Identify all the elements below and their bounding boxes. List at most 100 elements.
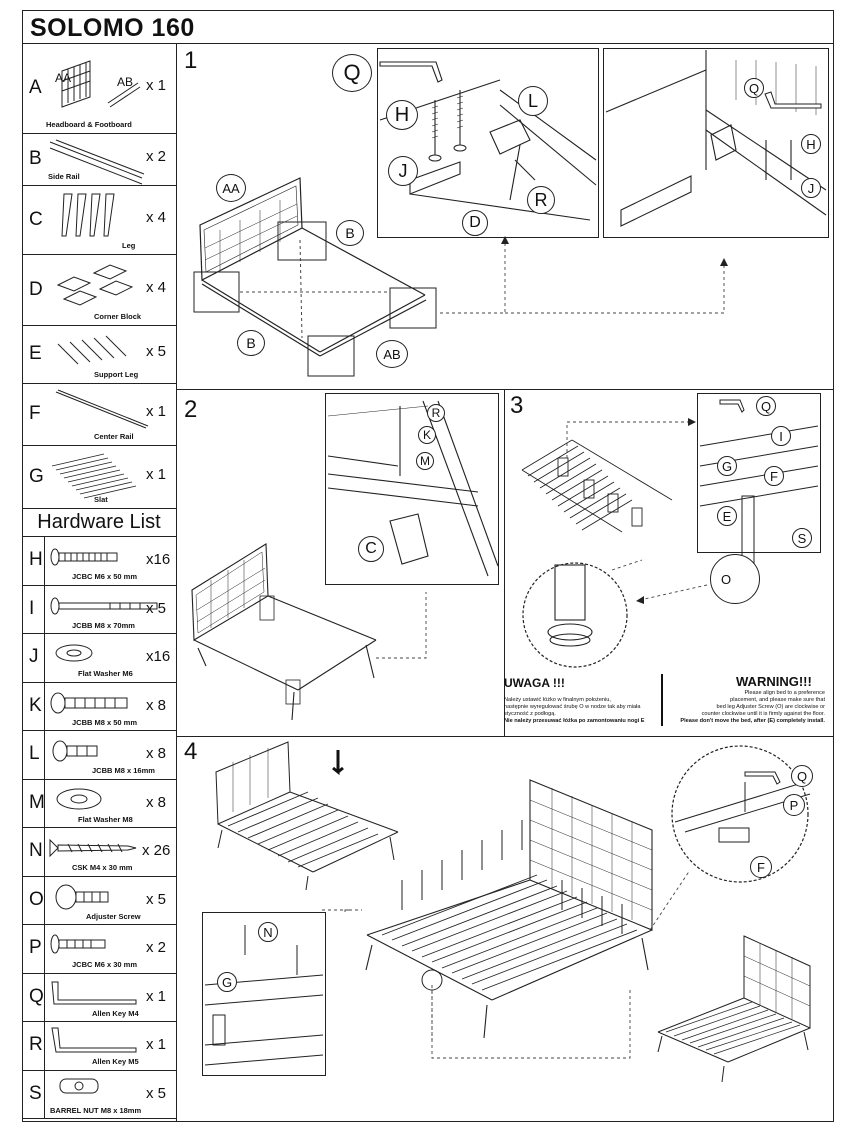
part-label: Headboard & Footboard <box>46 120 132 129</box>
adjuster-screw-icon <box>55 884 109 909</box>
hardware-cell-divider <box>44 585 45 633</box>
hardware-quantity: x 2 <box>146 939 167 956</box>
step-number-4: 4 <box>184 738 198 765</box>
part-letter: G <box>29 465 44 487</box>
headboard-icon <box>61 60 141 108</box>
callout-S-step3: S <box>792 528 812 548</box>
hardware-list-title: Hardware List <box>22 509 176 537</box>
hardware-quantity: x 5 <box>146 1084 167 1102</box>
part-sub-aa: AA <box>55 71 72 85</box>
hardware-cell-divider <box>44 634 45 682</box>
hardware-cell-divider <box>44 828 45 876</box>
long-bolt-icon <box>50 597 158 614</box>
callout-P-step4: P <box>783 794 805 816</box>
warning-pl-line1: Należy ustawić łóżko w finalnym położeni… <box>504 697 611 703</box>
title-divider <box>22 43 834 44</box>
warning-en-line2: placement, and please make sure that <box>730 697 825 703</box>
step1-divider <box>176 389 834 390</box>
hardware-label: JCBB M8 x 70mm <box>72 620 135 630</box>
hardware-cell-divider <box>44 973 45 1021</box>
hardware-label: CSK M4 x 30 mm <box>72 863 133 872</box>
step1-bed-frame-drawing <box>193 177 437 377</box>
hardware-label: Adjuster Screw <box>86 911 141 921</box>
part-quantity: x 4 <box>146 278 167 296</box>
callout-R-step2: R <box>427 404 445 422</box>
part-letter: D <box>29 278 43 300</box>
callout-E-step3: E <box>717 506 737 526</box>
part-quantity: x 1 <box>146 403 167 420</box>
hardware-cell-divider <box>44 779 45 827</box>
barrel-nut-icon <box>59 1078 99 1093</box>
part-label: Corner Block <box>94 312 142 321</box>
step3-slat-frame-drawing <box>521 418 696 571</box>
callout-F-step3: F <box>764 466 784 486</box>
callout-M-step2: M <box>416 452 434 470</box>
hardware-cell-divider <box>44 1022 45 1070</box>
step2-detail-drawing <box>327 400 499 577</box>
hardware-quantity: x16 <box>146 551 171 568</box>
hardware-quantity: x16 <box>146 648 171 665</box>
part-label: Leg <box>122 241 136 250</box>
hardware-quantity: x 8 <box>146 793 167 811</box>
warning-en-heading: WARNING!!! <box>736 674 812 689</box>
hardware-letter: Q <box>29 985 44 1007</box>
hardware-quantity: x 1 <box>146 987 167 1005</box>
callout-C-step2: C <box>358 536 384 562</box>
step2-3-divider <box>504 389 505 736</box>
callout-L: L <box>518 86 548 116</box>
callout-B-bottom: B <box>237 330 265 356</box>
bolt-icon <box>50 934 106 954</box>
hardware-cell-divider <box>44 682 45 730</box>
part-label: Slat <box>94 495 108 504</box>
hardware-letter: H <box>29 549 43 570</box>
callout-O-step3: O <box>710 554 760 604</box>
callout-Q-small: Q <box>744 78 764 98</box>
center-rail-icon <box>55 389 149 429</box>
callout-J-small: J <box>801 178 821 198</box>
callout-R: R <box>527 186 555 214</box>
part-quantity: x 5 <box>146 343 167 360</box>
part-quantity: x 4 <box>146 208 167 226</box>
slat-icon <box>51 453 137 499</box>
step4-slats-drop-drawing <box>215 741 399 891</box>
leg-icon <box>61 193 115 237</box>
callout-N-step4: N <box>258 922 278 942</box>
hardware-letter: S <box>29 1082 42 1104</box>
allen-key-Q-drawing <box>379 61 443 83</box>
hardware-letter: M <box>29 791 45 813</box>
callout-H-small: H <box>801 134 821 154</box>
allen-key-Q-drawing-2 <box>764 91 822 109</box>
warning-pl-line2: następnie wyregulować śrubę O w nodze ta… <box>504 704 641 710</box>
callout-AB: AB <box>376 340 408 368</box>
step-number-2: 2 <box>184 396 198 423</box>
callout-F-step4: F <box>750 856 772 878</box>
warning-en-line4: counter clockwise until it is firmly aga… <box>701 711 825 717</box>
step-number-3: 3 <box>510 392 524 419</box>
hardware-label: BARREL NUT M8 x 18mm <box>50 1105 142 1115</box>
hardware-label: JCBB M8 x 16mm <box>92 766 155 775</box>
hardware-cell-divider <box>44 731 45 779</box>
allen-key-icon <box>51 1027 137 1053</box>
callout-I-step3: I <box>771 426 791 446</box>
support-leg-icon <box>57 335 127 365</box>
step4-detail-screw-drawing <box>204 925 324 1066</box>
step1-detail-installed-drawing <box>605 50 827 227</box>
hardware-cell-divider <box>44 1070 45 1118</box>
hardware-label: Flat Washer M6 <box>78 669 133 678</box>
screw-icon <box>49 838 137 858</box>
step3-adjuster-zoom-drawing <box>522 562 628 668</box>
step4-divider <box>176 736 834 737</box>
step4-finished-bed-drawing <box>657 935 811 1083</box>
